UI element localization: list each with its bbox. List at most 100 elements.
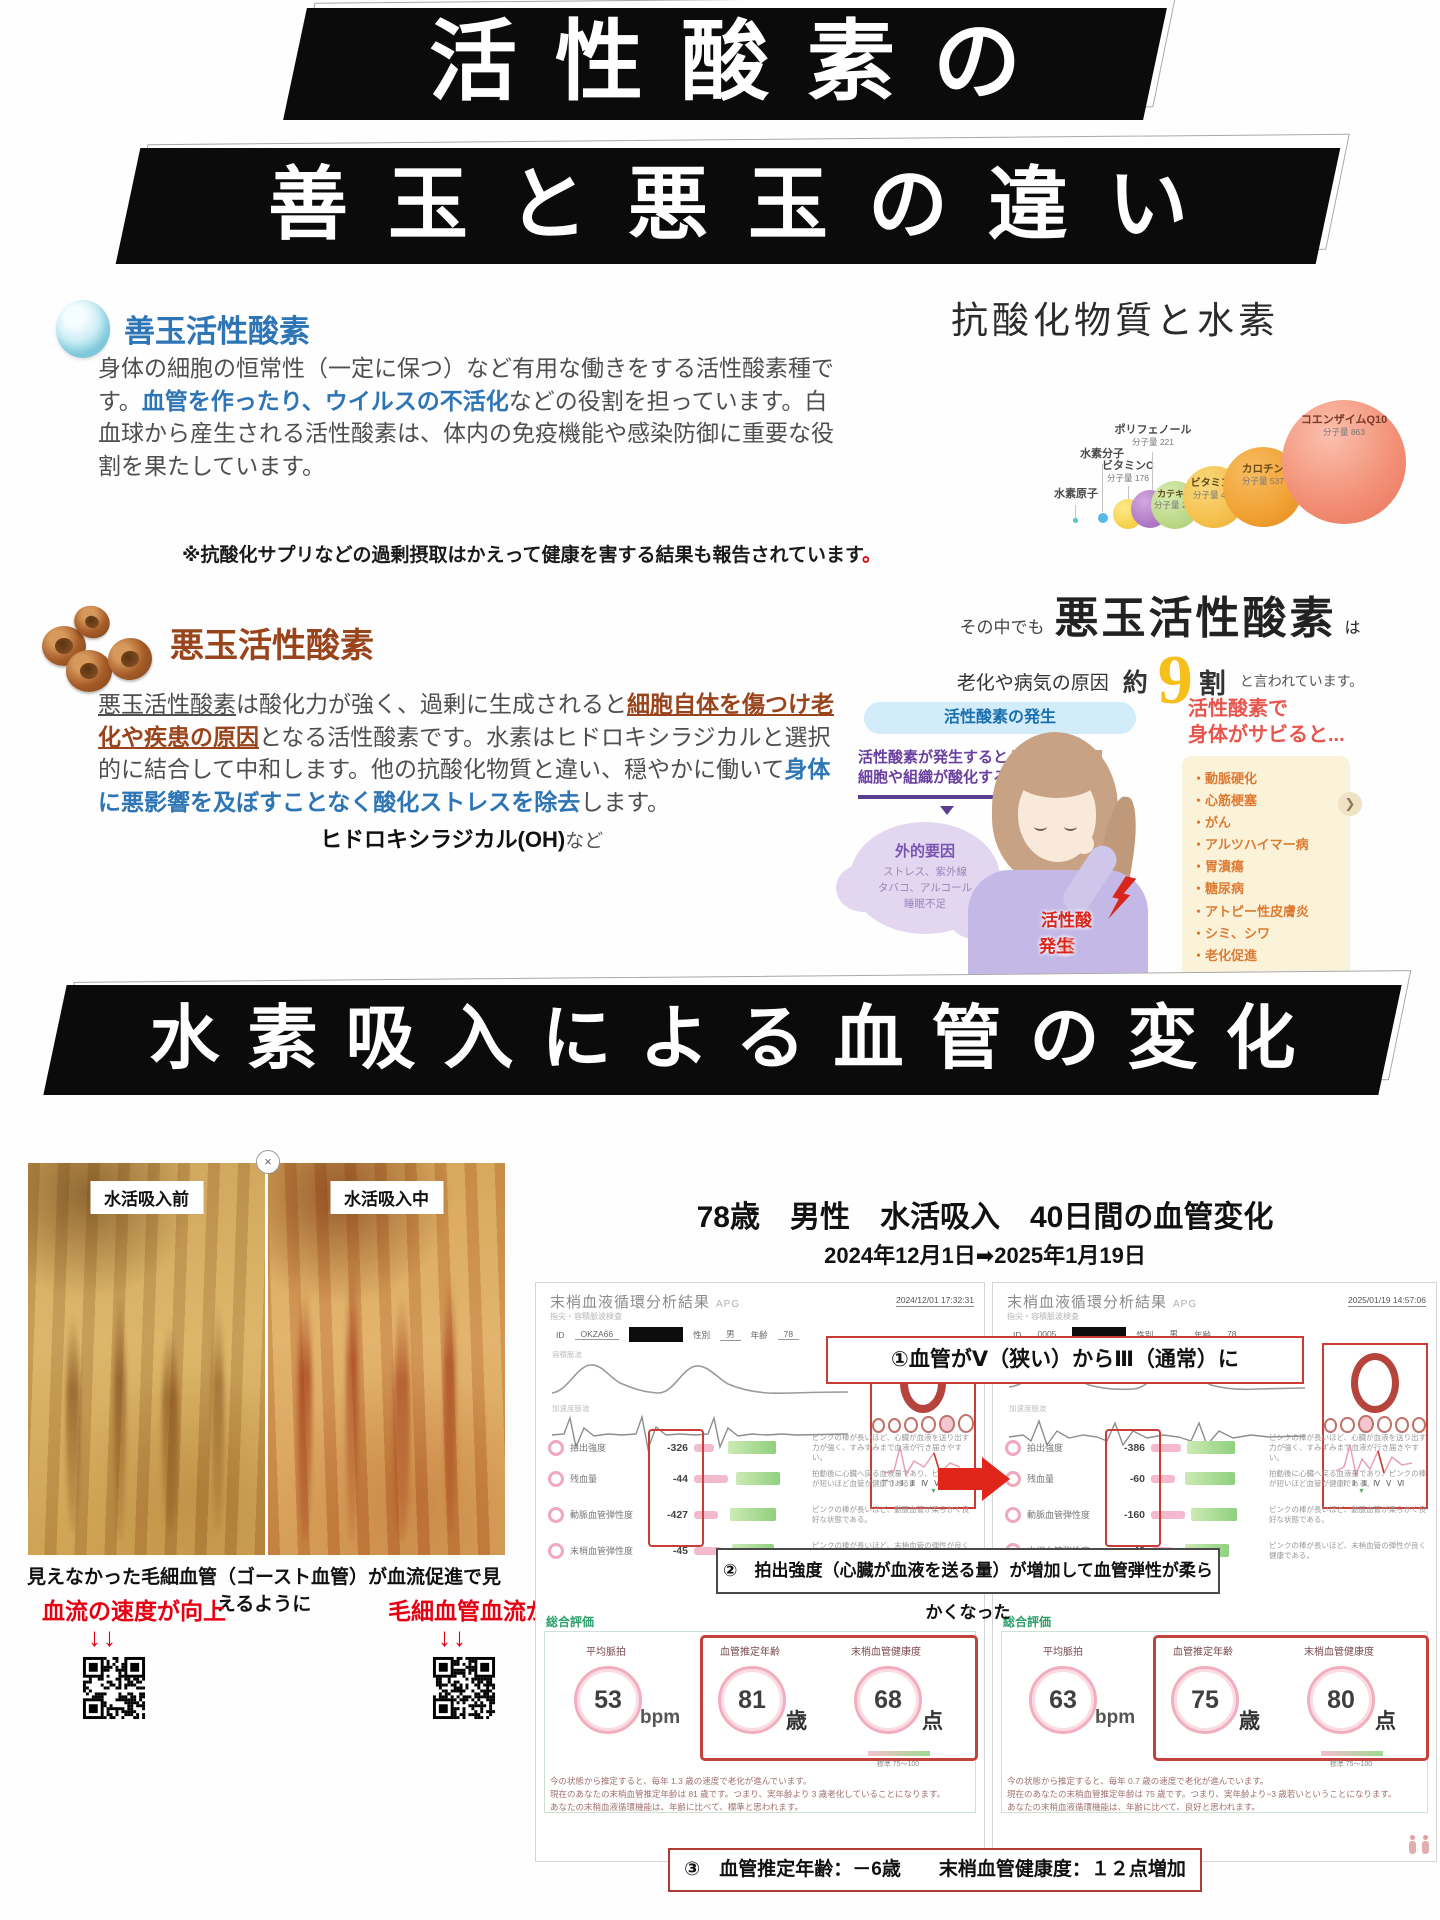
bad-seg2: となる活性酸素です。水素はヒドロキシラジカルと選択的に結合して中和します。他の抗… (98, 723, 831, 783)
section2-title: 水素吸入による血管の変化 (149, 1001, 1324, 1078)
good-body-pre: 身体の細胞の恒常性（一定に保つ）など有用な働きをする活性酸素種です。 (98, 355, 834, 414)
bubble-label: 水素原子 (1054, 488, 1098, 500)
metric-bars (694, 1472, 806, 1486)
title-banner-1: 活性酸素の (283, 0, 1177, 120)
title-banner-2: 善玉と悪玉の違い (115, 133, 1350, 264)
chevron-right-icon[interactable]: ❯ (1338, 792, 1362, 816)
metric-dot-icon (548, 1439, 564, 1456)
summary-label: 総合評価 (546, 1615, 595, 1629)
panel-date: 2025/01/19 14:57:06 (1348, 1295, 1426, 1307)
roman-scale: Ⅰ Ⅱ Ⅲ Ⅳ Ⅴ Ⅵ (891, 1479, 955, 1488)
hydroxyl-radical-note: ヒドロキシラジカル(OH)など (320, 822, 603, 854)
measure-row: 拍出強度 -386 ピンクの棒が長いほど、心臓が血液を送り出す力が強く、すみずみ… (1005, 1433, 1429, 1462)
annotation-1: ①血管がⅤ（狭い）からⅢ（通常）に (826, 1336, 1304, 1384)
good-ros-note: ※抗酸化サプリなどの過剰摂取はかえって健康を害する結果も報告されています。 (182, 540, 881, 567)
col-header: 血管推定年齢 (720, 1647, 780, 1658)
measure-row: 残血量 -44 拍動後に心臓へ戻る血液量であり、ピンクの棒が短いほど血管が健康で… (548, 1469, 972, 1489)
unit-point: 点 (1375, 1710, 1396, 1733)
good-body-blue: 血管を作ったり、ウイルスの不活化 (141, 387, 509, 414)
nine-prefix: その中でも (959, 618, 1045, 637)
standard-gradient-bar (868, 1751, 930, 1756)
metric-bars (1151, 1508, 1263, 1522)
bpm-circle: 63 (1029, 1666, 1097, 1734)
health-score-circle: 80 (1307, 1666, 1375, 1734)
disease-list: ・動脈硬化・心筋梗塞 ・がん・アルツハイマー病 ・胃潰瘍・糖尿病 ・アトピー性皮… (1192, 771, 1310, 985)
hydroxyl-label: ヒドロキシラジカル(OH) (320, 827, 566, 852)
unit-age: 歳 (786, 1710, 807, 1733)
metric-dot-icon (1005, 1439, 1021, 1456)
col-header: 血管推定年齢 (1173, 1647, 1233, 1658)
col-header: 末梢血管健康度 (1304, 1647, 1374, 1658)
good-body-post: などの役割を担っています。白血球から産生される活性酸素は、体内の免疫機能や感染防… (98, 387, 834, 479)
photo-label-before: 水活吸入前 (90, 1181, 203, 1214)
bubble-label: ポリフェノール分子量 221 (1114, 424, 1192, 448)
unit-bpm: bpm (640, 1707, 681, 1728)
bubble-label: カロチン分子量 537 (1241, 463, 1285, 486)
title-line-2: 善玉と悪玉の違い (268, 162, 1228, 250)
ros-generated-label: 活性酸素発生 (1039, 911, 1092, 956)
bad-ros-body: 悪玉活性酸素は酸化力が強く、過剰に生成されると細胞自体を傷つけ老化や疾患の原因と… (98, 688, 840, 819)
close-icon[interactable]: × (256, 1150, 280, 1174)
bubble-coq10 (1282, 400, 1406, 524)
annotation-2: ② 拍出強度（心臓が血液を送る量）が増加して血管弾性が柔らかくなった (716, 1548, 1220, 1622)
redaction-box (629, 1327, 684, 1342)
section2-banner: 水素吸入による血管の変化 (43, 970, 1412, 1095)
mini-chart (1335, 1444, 1413, 1478)
disease-list-panel: ・動脈硬化・心筋梗塞 ・がん・アルツハイマー病 ・胃潰瘍・糖尿病 ・アトピー性皮… (1182, 756, 1350, 1004)
nine-wari: 割 (1198, 668, 1226, 699)
title-line-1: 活性酸素の (428, 15, 1059, 112)
bad-seg-blue: 身体に悪影響を及ぼすことなく酸化ストレスを除去 (98, 756, 831, 815)
rust-header: 活性酸素で身体がサビると... (1188, 698, 1345, 746)
photo-caption: 見えなかった毛細血管（ゴースト血管）が血流促進で見えるように (26, 1567, 502, 1615)
summary-label: 総合評価 (1003, 1615, 1052, 1629)
good-ros-body: 身体の細胞の恒常性（一定に保つ）など有用な働きをする活性酸素種です。血管を作った… (98, 352, 840, 483)
col-header: 平均脈拍 (1043, 1647, 1083, 1658)
marker-triangle-icon: ▼ (930, 1488, 937, 1495)
cloud-title: 外的要因 (894, 843, 955, 860)
standard-gradient-bar (1321, 1751, 1383, 1756)
hand (1074, 834, 1094, 854)
down-arrows-icon: ↓↓ (438, 1622, 468, 1652)
marker-triangle-icon: ▼ (1358, 1488, 1365, 1495)
summary-highlight-box (1153, 1635, 1429, 1761)
nine-digit: 9 (1157, 642, 1193, 719)
value-highlight-box (648, 1429, 704, 1547)
generation-purple-text: 活性酸素が発生すると 細胞や組織が酸化する。 (858, 748, 1048, 799)
gen-p2: 細胞や組織が酸化する。 (858, 769, 1024, 787)
bad-seg-underline: 悪玉活性酸素 (98, 691, 236, 717)
vessel-age-circle: 81 (718, 1666, 786, 1734)
unit-bpm: bpm (1095, 1707, 1136, 1728)
metric-bars (694, 1441, 806, 1455)
cloud-lines: ストレス、紫外線タバコ、アルコール睡眠不足 (877, 866, 973, 910)
vessel-ring-icon (1351, 1353, 1399, 1413)
figure-icons (1408, 1835, 1430, 1855)
panel-subtitle: 指尖・容積脈波検査 (550, 1312, 622, 1321)
gen-p1: 活性酸素が発生すると (858, 749, 1009, 766)
bad-seg3: します。 (580, 788, 671, 815)
qr-code-left (80, 1654, 148, 1722)
leader-line (1075, 505, 1076, 518)
metric-dot-icon (548, 1506, 564, 1523)
metric-dot-icon (1005, 1506, 1021, 1523)
measure-row: 残血量 -60 拍動後に心臓へ戻る血液量であり、ピンクの棒が短いほど血管が健康で… (1005, 1469, 1429, 1489)
bad-seg1: は酸化力が強く、過剰に生成されると (236, 691, 627, 717)
measure-row: 動脈血管弾性度 -427 ピンクの棒が長いほど、動脈血管が柔らかく良好な状態であ… (548, 1505, 972, 1525)
nine-statement: 老化や病気の原因 約 9 割 と言われています。 (880, 646, 1440, 716)
bpm-circle: 53 (574, 1666, 642, 1734)
vessel-type-box: ▼ Ⅰ Ⅱ Ⅲ Ⅳ Ⅴ Ⅵ (1322, 1343, 1428, 1509)
report-subtitle: 2024年12月1日➡2025年1月19日 (824, 1243, 1146, 1268)
qr-code-right (430, 1654, 498, 1722)
roman-scale: Ⅰ Ⅱ Ⅲ Ⅳ Ⅴ Ⅵ (1343, 1479, 1407, 1488)
down-arrows-icon: ↓↓ (88, 1622, 118, 1652)
lr-arrows: ↔ (880, 1474, 890, 1485)
left-red-note: 血流の速度が向上 (42, 1598, 226, 1624)
metric-bars (694, 1508, 806, 1522)
panel-subtitle: 指尖・容積脈波検査 (1007, 1312, 1079, 1321)
eye (1064, 822, 1077, 831)
antioxidant-chart-title: 抗酸化物質と水素 (951, 301, 1279, 342)
